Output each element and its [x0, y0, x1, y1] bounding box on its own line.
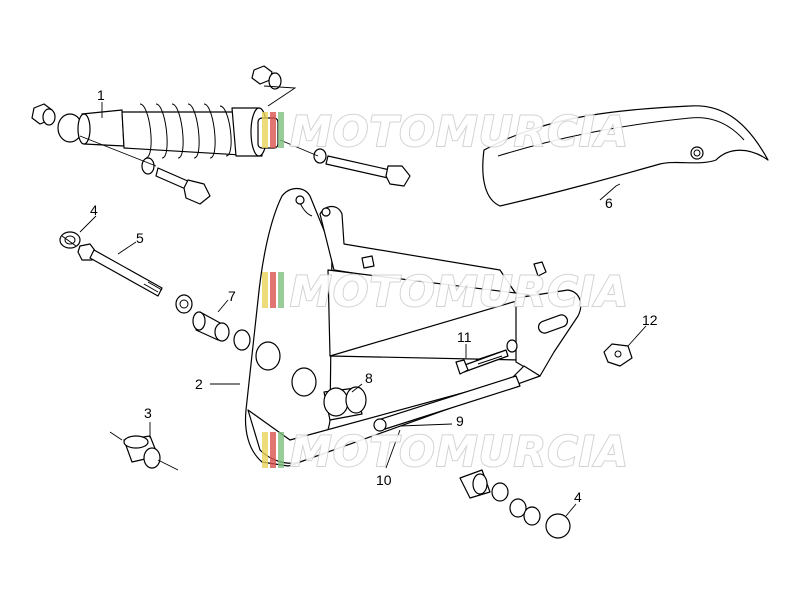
watermark-bottom: MOTOMURCIA: [262, 426, 629, 477]
callout-7: 7: [228, 288, 236, 304]
watermark-stripe-red: [270, 112, 276, 148]
adjuster-bolt: [455, 339, 518, 375]
upper-washer: [313, 148, 327, 164]
watermark-stripe-yellow: [262, 112, 268, 148]
leader-lines: [79, 102, 647, 517]
watermark-text: MOTOMURCIA: [290, 267, 629, 316]
callout-8: 8: [365, 370, 373, 386]
callout-9: 9: [456, 413, 464, 429]
pivot-bolt: [77, 243, 163, 297]
watermark-stripe-green: [278, 112, 284, 148]
callout-6: 6: [605, 195, 613, 211]
shock-washer: [42, 108, 56, 126]
lower-hardware-stack: [459, 469, 571, 539]
upper-bolt-shank: [325, 155, 391, 179]
watermark-text: MOTOMURCIA: [290, 427, 629, 476]
upper-bolt-head: [385, 165, 411, 187]
callout-11: 11: [457, 329, 472, 345]
swing-arm: [233, 187, 582, 467]
watermark-middle: MOTOMURCIA: [262, 266, 629, 317]
pivot-washer: [175, 294, 193, 314]
bushing-8: [323, 386, 367, 421]
callout-10: 10: [376, 472, 392, 488]
chain-guard: [482, 105, 769, 207]
callouts: 1 2 3 4 4 5 6 7 8 9 10 11 12: [90, 87, 658, 505]
axle-sleeve: [373, 375, 521, 432]
callout-4-top: 4: [90, 202, 98, 218]
watermark-text: MOTOMURCIA: [290, 107, 629, 156]
adjuster-plate: [603, 343, 633, 367]
shock-spring: [139, 103, 232, 159]
lower-washer: [141, 157, 155, 175]
callout-3: 3: [144, 405, 152, 421]
lower-bolt-head: [183, 179, 211, 205]
callout-12: 12: [642, 312, 658, 328]
watermark-top: MOTOMURCIA: [262, 106, 629, 157]
callout-1: 1: [97, 87, 105, 103]
end-cap-top: [59, 231, 81, 249]
rubber-block: [109, 431, 179, 471]
callout-5: 5: [136, 230, 144, 246]
callout-2: 2: [195, 376, 203, 392]
top-washer: [268, 72, 282, 90]
bushing-7: [192, 311, 230, 342]
callout-4-bottom: 4: [574, 489, 582, 505]
